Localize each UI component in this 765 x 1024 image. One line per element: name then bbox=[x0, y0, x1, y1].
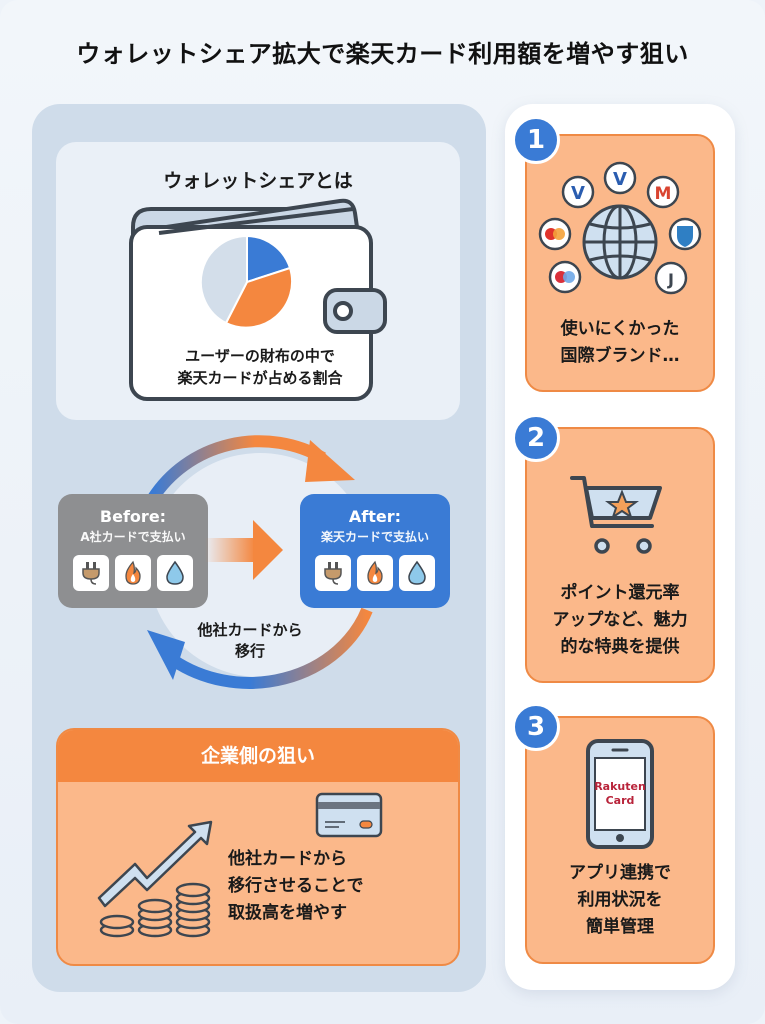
globe-brands-icon: V V M J bbox=[538, 161, 702, 295]
migration-label: 他社カードから 移行 bbox=[197, 621, 303, 660]
feature-number-badge-1: 1 bbox=[512, 116, 560, 164]
feature-number-badge-2: 2 bbox=[512, 414, 560, 462]
svg-text:Card: Card bbox=[606, 794, 635, 807]
before-utility-icons bbox=[58, 555, 208, 591]
corporate-goal-text: 他社カードから 移行させることで 取扱高を増やす bbox=[228, 849, 364, 923]
after-utility-icons bbox=[300, 555, 450, 591]
feature-text-3: アプリ連携で 利用状況を 簡単管理 bbox=[569, 863, 671, 937]
plug-icon bbox=[315, 555, 351, 591]
plug-icon bbox=[73, 555, 109, 591]
feature-text-1: 使いにくかった 国際ブランド… bbox=[560, 319, 680, 366]
wallet-icon bbox=[129, 198, 387, 401]
feature-card-2 bbox=[525, 427, 715, 683]
wallet-share-pie-chart bbox=[199, 234, 293, 329]
feature-text-2: ポイント還元率 アップなど、魅力 的な特典を提供 bbox=[552, 583, 688, 657]
water-drop-icon bbox=[399, 555, 435, 591]
svg-text:V: V bbox=[571, 183, 585, 204]
corporate-goal-heading: 企業側の狙い bbox=[58, 730, 458, 782]
shopping-cart-star-icon bbox=[570, 476, 662, 554]
svg-text:Rakuten: Rakuten bbox=[594, 780, 646, 793]
smartphone-icon: Rakuten Card bbox=[586, 739, 654, 849]
feature-number-badge-3: 3 bbox=[512, 703, 560, 751]
growth-coins-card-icon bbox=[97, 792, 383, 938]
coin-stacks-icon bbox=[99, 882, 211, 938]
wallet-share-heading: ウォレットシェアとは bbox=[163, 170, 353, 192]
page-title: ウォレットシェア拡大で楽天カード利用額を増やす狙い bbox=[76, 40, 689, 68]
flame-icon bbox=[115, 555, 151, 591]
svg-text:M: M bbox=[655, 184, 672, 204]
water-drop-icon bbox=[157, 555, 193, 591]
before-state-box: Before: A社カードで支払い bbox=[58, 494, 208, 608]
wallet-share-caption: ユーザーの財布の中で 楽天カードが占める割合 bbox=[177, 347, 343, 387]
corporate-goal-box: 企業側の狙い bbox=[56, 728, 460, 966]
svg-text:V: V bbox=[613, 169, 627, 190]
svg-text:J: J bbox=[667, 270, 674, 289]
credit-card-icon bbox=[315, 792, 383, 838]
after-state-box: After: 楽天カードで支払い bbox=[300, 494, 450, 608]
right-arrow-icon bbox=[205, 520, 283, 580]
flame-icon bbox=[357, 555, 393, 591]
